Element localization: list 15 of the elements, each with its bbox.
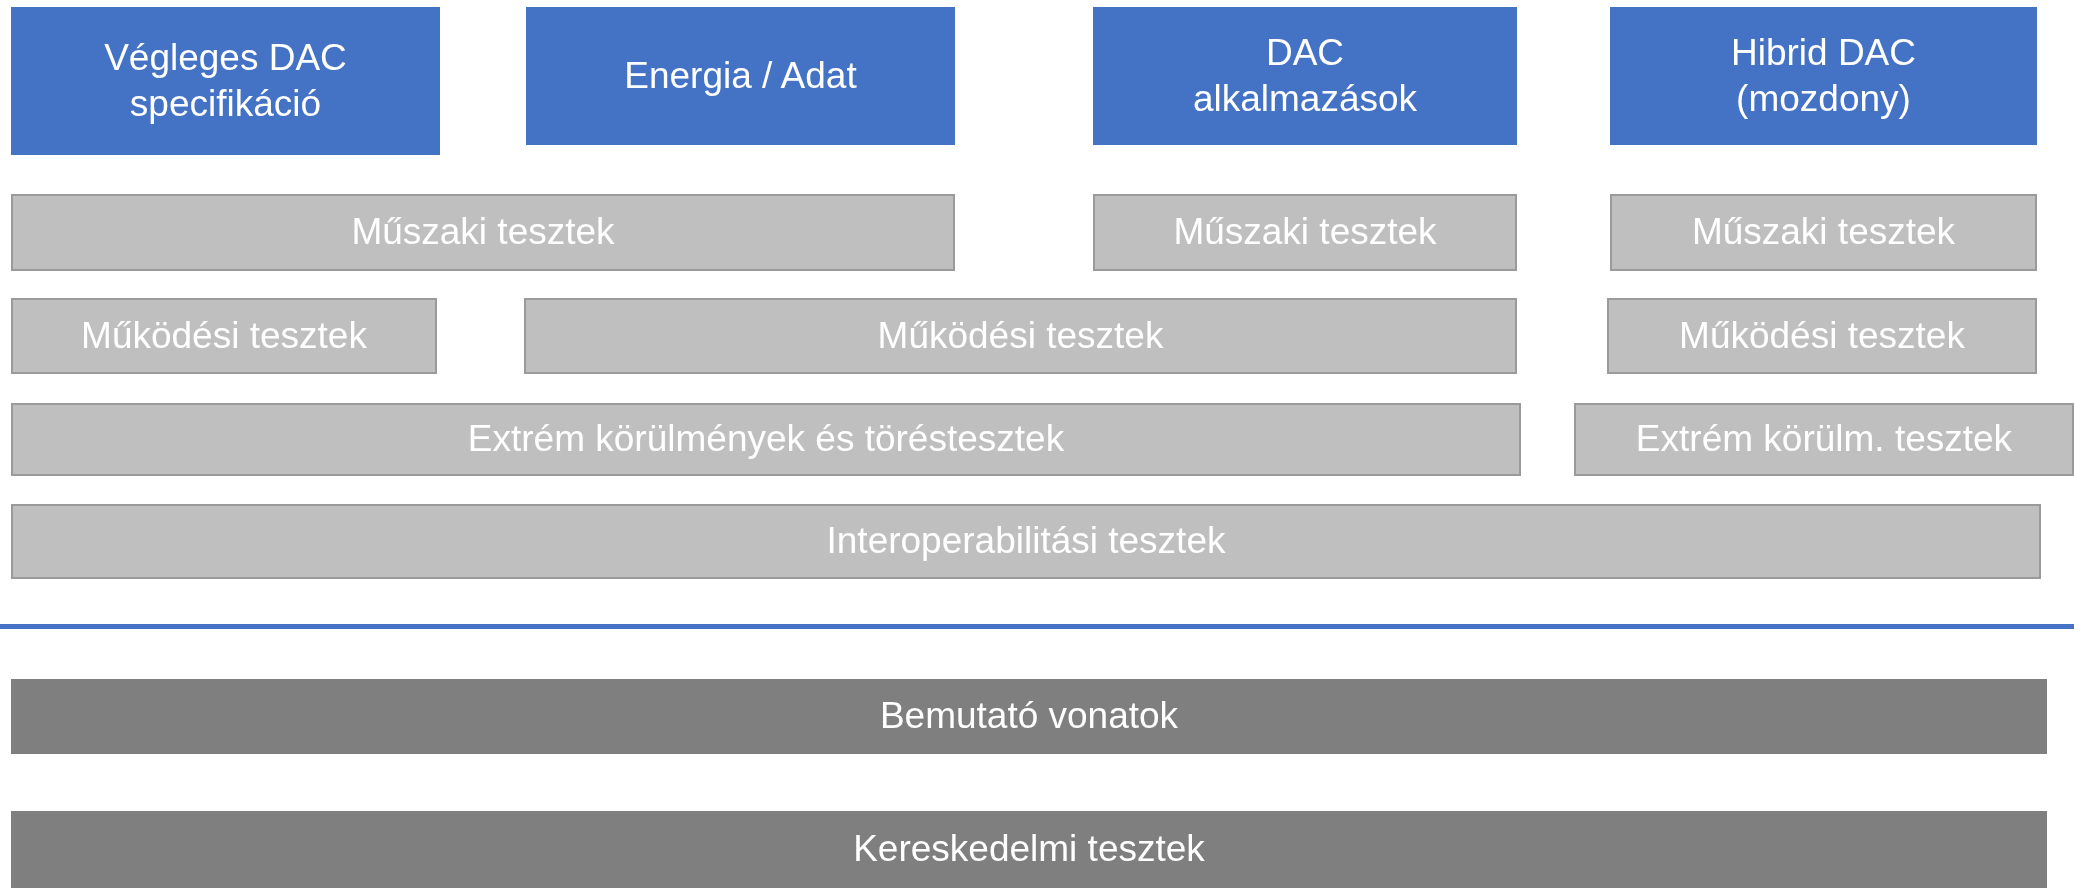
test-bar: Működési tesztek	[11, 298, 437, 374]
test-bar: Interoperabilitási tesztek	[11, 504, 2041, 579]
test-bar: Extrém körülm. tesztek	[1574, 403, 2074, 476]
test-bar: Extrém körülmények és töréstesztek	[11, 403, 1521, 476]
header-box: Hibrid DAC (mozdony)	[1610, 7, 2037, 145]
test-bar: Műszaki tesztek	[11, 194, 955, 271]
test-bar: Műszaki tesztek	[1093, 194, 1517, 271]
test-bar: Bemutató vonatok	[11, 679, 2047, 754]
test-bar: Működési tesztek	[1607, 298, 2037, 374]
test-bar: Kereskedelmi tesztek	[11, 811, 2047, 888]
test-bar: Műszaki tesztek	[1610, 194, 2037, 271]
test-bar: Működési tesztek	[524, 298, 1517, 374]
header-box: Végleges DAC specifikáció	[11, 7, 440, 155]
header-box: Energia / Adat	[526, 7, 955, 145]
header-box: DAC alkalmazások	[1093, 7, 1517, 145]
